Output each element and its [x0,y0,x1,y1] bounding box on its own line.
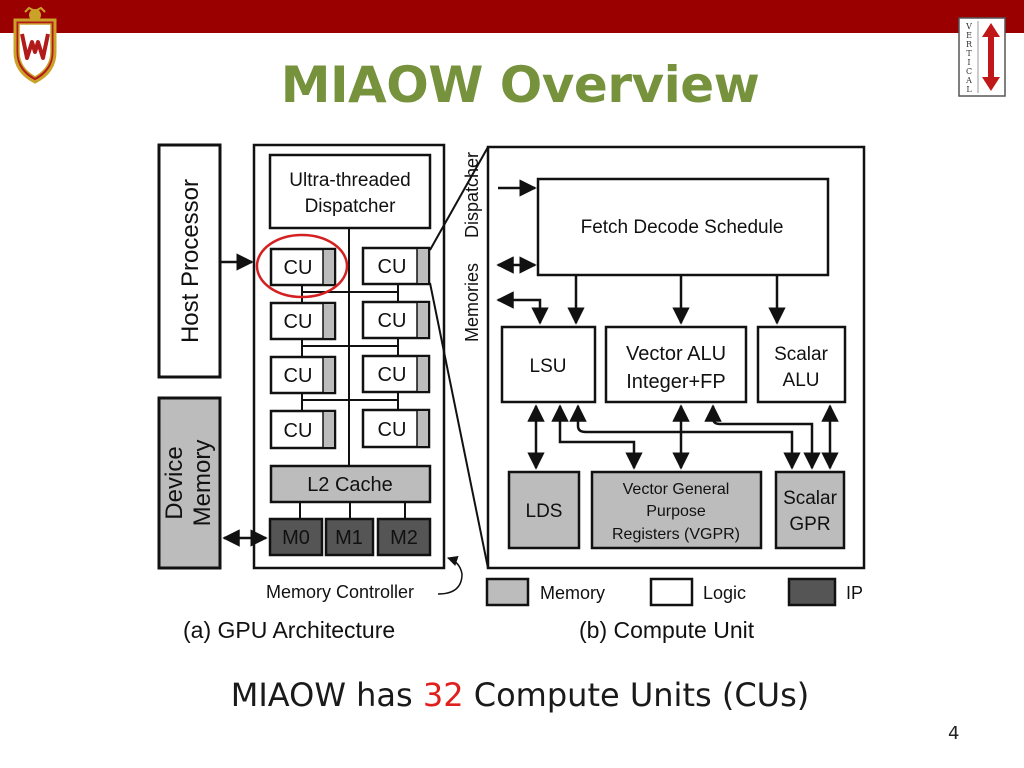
cu-block: CU [361,246,431,286]
cu-count: 32 [422,676,464,714]
cu-label: CU [378,364,407,386]
slide-subtitle: MIAOW has 32 Compute Units (CUs) [0,676,1024,714]
lds-label: LDS [526,501,563,522]
university-crest-logo [13,6,57,84]
cu-label: CU [378,310,407,332]
m1-label: M1 [335,527,363,549]
legend-memory-swatch [485,577,530,607]
legend-logic-label: Logic [703,583,746,603]
device-memory-label-1: Device [161,446,188,519]
double-arrow-icon [982,23,1000,91]
lsu-block: LSU [500,325,597,404]
dispatcher-side-label: Dispatcher [462,152,482,238]
vector-alu-block: Vector ALU Integer+FP [604,325,748,404]
zoom-line-bottom [429,282,489,569]
subtitle-prefix: MIAOW has [230,676,423,714]
fetch-label: Fetch Decode Schedule [581,217,784,238]
memories-side-label: Memories [462,263,482,342]
compute-unit-container [486,145,866,570]
cu-label: CU [378,419,407,441]
device-memory-label-2: Memory [189,440,216,527]
scalar-gpr-block: Scalar GPR [774,470,846,550]
cu-block: CU [269,247,337,287]
salu-label-2: ALU [783,370,820,391]
cu-block: CU [269,409,337,450]
zoom-line-top [429,146,489,251]
cu-block: CU [269,355,337,395]
vertical-letter: E [966,31,972,40]
cu-caption: (b) Compute Unit [579,617,755,643]
gpu-interconnect [301,228,399,466]
cu-label: CU [284,365,313,387]
memory-controller-m0: M0 [268,517,324,557]
host-processor-block: Host Processor [157,143,222,379]
fetch-decode-schedule-block: Fetch Decode Schedule [536,177,830,277]
legend-ip-label: IP [846,583,863,603]
page-number: 4 [948,723,960,744]
register-connections [527,404,839,470]
memory-controller-m2: M2 [376,517,432,557]
ultra-threaded-dispatcher-block: Ultra-threaded Dispatcher [268,153,432,230]
vertical-letter: T [966,49,972,58]
lsu-memory-arrow [496,291,549,325]
salu-label-1: Scalar [774,344,829,365]
vertical-letter: C [966,67,972,76]
l2-cache-block: L2 Cache [269,464,432,504]
cu-block: CU [361,300,431,340]
m0-label: M0 [282,527,310,549]
memory-controller-label: Memory Controller [266,582,414,602]
vertical-letter: R [966,40,973,49]
valu-label-1: Vector ALU [626,343,726,365]
vertical-research-logo: V E R T I C A L [958,17,1006,97]
l2-cache-label: L2 Cache [307,474,393,496]
slide-title: MIAOW Overview [280,56,760,114]
legend-logic-swatch [649,577,694,607]
lsu-label: LSU [530,356,567,377]
vgpr-label-2: Purpose [646,503,706,520]
legend: Memory Logic IP [485,577,863,607]
memory-controller-pointer [437,556,463,595]
gpu-caption: (a) GPU Architecture [183,617,395,643]
vgpr-block: Vector General Purpose Registers (VGPR) [590,470,763,550]
cu-label: CU [378,256,407,278]
header-bar [0,0,1024,33]
host-processor-label: Host Processor [177,179,204,343]
sgpr-label-2: GPR [789,514,830,535]
legend-memory-label: Memory [540,583,605,603]
cu-label: CU [284,311,313,333]
scalar-alu-block: Scalar ALU [756,325,847,404]
vertical-letter: L [966,85,972,94]
legend-ip-swatch [787,577,837,607]
vertical-letter: V [965,22,972,31]
cu-label: CU [284,257,313,279]
cu-block: CU [361,408,431,449]
memory-controller-m1: M1 [324,517,375,557]
sgpr-label-1: Scalar [783,488,838,509]
vertical-letter: I [967,58,970,67]
vgpr-label-3: Registers (VGPR) [612,526,740,543]
dispatcher-label-1: Ultra-threaded [289,170,410,191]
valu-label-2: Integer+FP [626,371,726,393]
m2-label: M2 [390,527,418,549]
cu-block: CU [269,301,337,341]
cu-block: CU [361,354,431,394]
vgpr-label-1: Vector General [623,481,730,498]
vertical-letter: A [965,76,972,85]
lds-block: LDS [507,470,581,550]
device-memory-block: Device Memory [157,396,222,570]
cu-label: CU [284,420,313,442]
dispatcher-label-2: Dispatcher [305,196,396,217]
highlight-circle [255,233,349,299]
subtitle-suffix: Compute Units (CUs) [463,676,810,714]
